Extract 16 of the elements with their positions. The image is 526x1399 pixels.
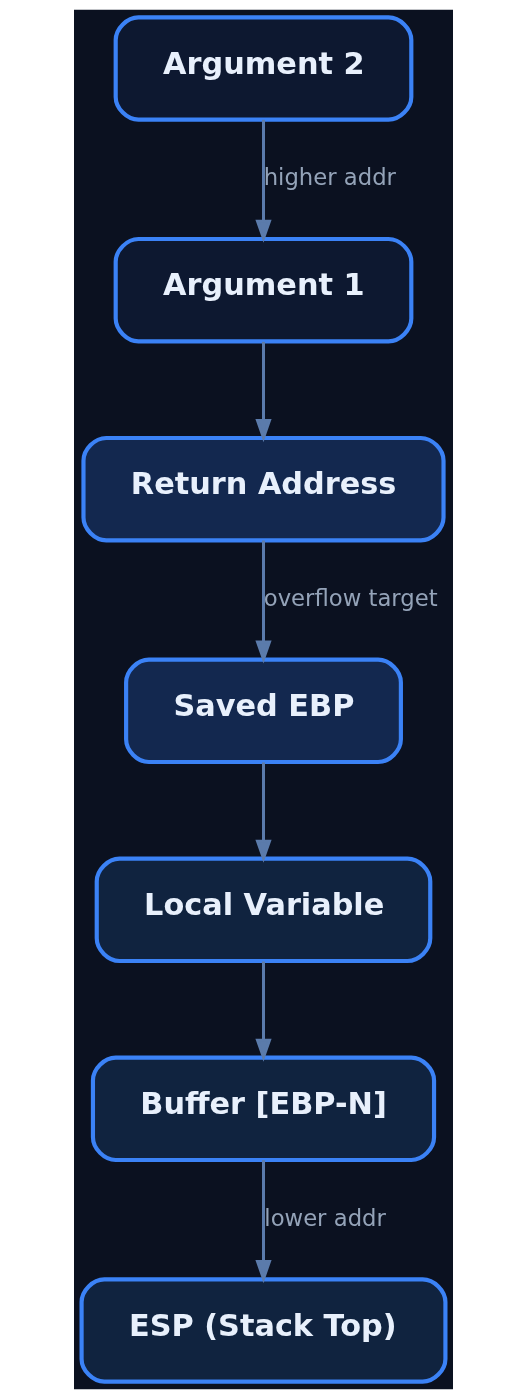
arrow [254, 119, 272, 243]
node-box: Buffer [EBP-N] [90, 1055, 436, 1163]
edge-label: higher addr [263, 164, 396, 191]
arrow [254, 1160, 272, 1284]
edge-label: overflow target [263, 584, 438, 611]
arrow [254, 762, 272, 863]
arrow [254, 961, 272, 1062]
arrow [254, 540, 272, 664]
arrow [254, 341, 272, 443]
node-box: Saved EBP [123, 657, 403, 765]
node-box: Local Variable [94, 856, 432, 964]
node-box: Argument 2 [113, 15, 413, 122]
node-box: ESP (Stack Top) [79, 1277, 447, 1384]
node-box: Argument 1 [113, 236, 413, 344]
node-box: Return Address [80, 435, 446, 543]
edge-label: lower addr [263, 1204, 386, 1231]
